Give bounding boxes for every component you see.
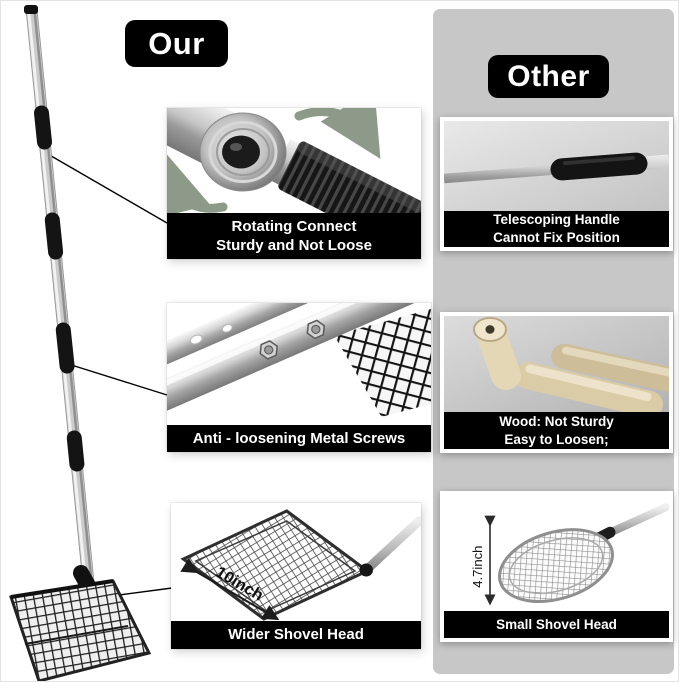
ribbed-connector-tube — [269, 138, 421, 213]
height-measure: 4.7inch — [470, 515, 496, 606]
callout-banner: Rotating Connect Sturdy and Not Loose — [167, 213, 421, 259]
rotating-connect-photo — [167, 108, 421, 213]
shovel-basket — [9, 565, 152, 681]
telescoping-handle-photo — [444, 121, 669, 211]
our-badge: Our — [125, 20, 228, 67]
callout-metal-screws: Anti - loosening Metal Screws — [167, 303, 431, 452]
rotation-arrow-icon — [294, 108, 381, 159]
callout-wider-shovel: 10inch Wider Shovel Head — [171, 503, 421, 649]
hex-bolt — [259, 340, 279, 360]
small-shovel-mesh — [498, 528, 614, 603]
banner-line: Cannot Fix Position — [493, 230, 620, 245]
pole-sections — [167, 303, 431, 422]
banner-line: Rotating Connect — [231, 217, 357, 235]
banner-line: Sturdy and Not Loose — [216, 237, 372, 254]
inner-tube — [444, 165, 557, 184]
rotating-connect-photo-frame — [167, 108, 421, 213]
callout-banner: Wider Shovel Head — [171, 621, 421, 649]
metal-screws-photo — [167, 303, 431, 422]
other-item-banner: Wood: Not Sturdy Easy to Loosen; — [444, 412, 669, 449]
threaded-collar — [199, 112, 287, 192]
other-badge: Other — [488, 55, 609, 98]
wide-shovel-photo: 10inch — [180, 509, 421, 621]
wide-shovel-mesh — [180, 509, 371, 621]
wood-handle-photo — [444, 316, 669, 412]
callout-leader-lines — [45, 152, 173, 596]
small-shovel-photo: 4.7inch — [470, 503, 669, 606]
banner-line: Wood: Not Sturdy — [499, 413, 614, 429]
wide-shovel-photo-frame: 10inch — [171, 503, 421, 621]
screw-highlight — [221, 323, 233, 333]
foam-grip — [550, 152, 648, 181]
metal-screws-photo-frame — [167, 303, 431, 425]
banner-line: Anti - loosening Metal Screws — [192, 429, 406, 447]
dowel-hole — [485, 325, 495, 334]
height-annotation: 4.7inch — [470, 546, 485, 588]
other-item-banner: Small Shovel Head — [444, 611, 669, 638]
banner-line: Telescoping Handle — [493, 212, 620, 228]
rotation-arrow-icon — [167, 151, 228, 213]
pole-end-cap — [24, 5, 38, 14]
basket-mesh-corner — [334, 309, 431, 417]
other-item-small-shovel: 4.7inch Small Shovel Head — [440, 491, 673, 642]
product-illustration — [9, 5, 173, 681]
callout-banner: Anti - loosening Metal Screws — [167, 425, 431, 452]
other-item-telescoping-handle: Telescoping Handle Cannot Fix Position — [440, 117, 673, 251]
callout-rotating-connect: Rotating Connect Sturdy and Not Loose — [167, 108, 421, 259]
telescopic-pole — [24, 5, 95, 585]
other-item-banner: Telescoping Handle Cannot Fix Position — [444, 211, 669, 247]
other-item-wood-handle: Wood: Not Sturdy Easy to Loosen; — [440, 312, 673, 453]
handle-joint — [359, 563, 373, 577]
banner-line: Small Shovel Head — [496, 616, 617, 632]
small-shovel-photo-frame: 4.7inch — [444, 495, 669, 611]
banner-line: Easy to Loosen; — [504, 431, 609, 447]
pole-grips — [34, 105, 85, 472]
banner-line: Wider Shovel Head — [228, 626, 364, 644]
screw-highlight — [189, 334, 203, 345]
telescoping-handle-photo-frame — [444, 121, 669, 211]
shovel-handle — [360, 516, 421, 576]
hex-bolt — [306, 319, 326, 340]
wood-handle-photo-frame — [444, 316, 669, 412]
